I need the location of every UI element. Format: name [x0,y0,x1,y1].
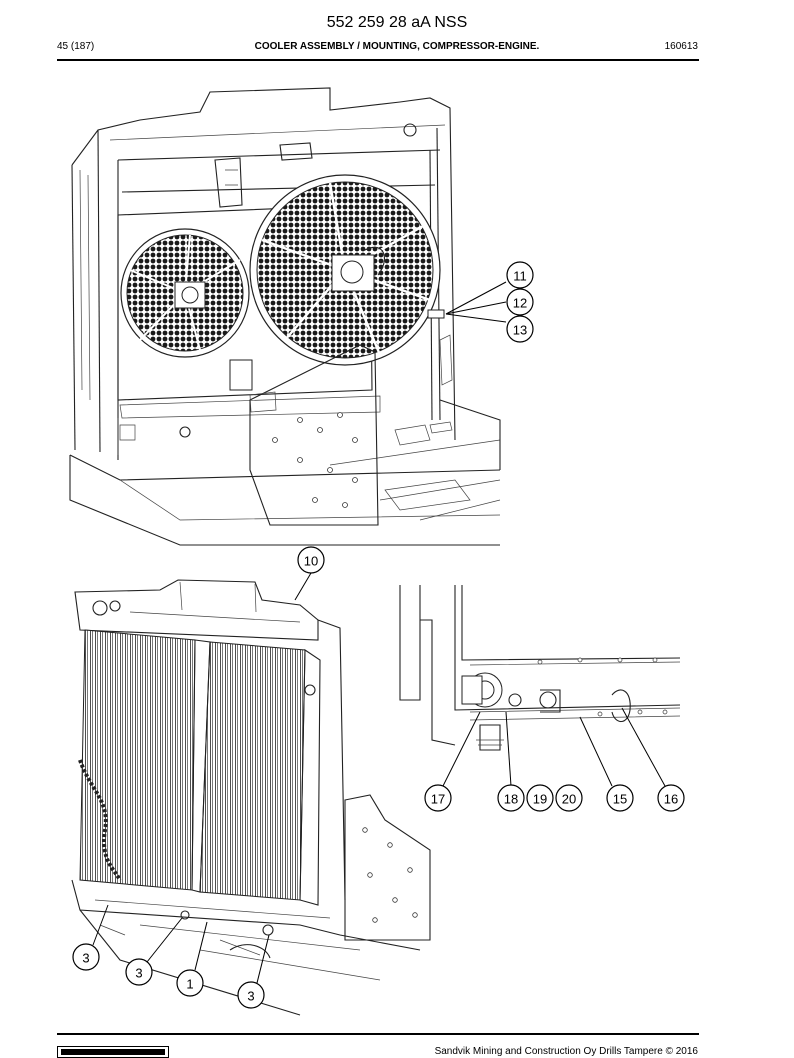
callout-19: 19 [526,784,554,812]
callout-17: 17 [424,784,452,812]
svg-text:3: 3 [247,989,254,1004]
callout-18: 18 [497,784,525,812]
sandvik-logo [57,1046,169,1058]
top-view-cooler-fans [69,87,501,546]
callout-20: 20 [555,784,583,812]
page-title: COOLER ASSEMBLY / MOUNTING, COMPRESSOR-E… [254,41,540,52]
bottom-right-view-detail [399,585,681,751]
leader-lines [92,281,666,984]
svg-text:16: 16 [664,792,678,807]
svg-text:1: 1 [186,977,193,992]
svg-text:11: 11 [513,269,527,284]
svg-text:3: 3 [135,966,142,981]
svg-text:19: 19 [533,792,547,807]
callout-1: 1 [176,969,204,997]
page-number: 45 (187) [57,41,95,52]
svg-text:3: 3 [82,951,89,966]
footer-copyright: Sandvik Mining and Construction Oy Drill… [434,1046,698,1057]
footer-divider [57,1033,699,1035]
svg-text:20: 20 [562,792,576,807]
callout-10: 10 [297,546,325,574]
callout-3-middle: 3 [125,958,153,986]
svg-text:13: 13 [513,323,527,338]
header-divider [57,59,699,61]
svg-text:17: 17 [431,792,445,807]
callout-3-left: 3 [72,943,100,971]
document-number: 552 259 28 aA NSS [326,14,468,31]
callout-15: 15 [606,784,634,812]
svg-text:15: 15 [613,792,627,807]
callout-16: 16 [657,784,685,812]
callout-3-right: 3 [237,981,265,1009]
callout-11: 11 [506,261,534,289]
svg-text:18: 18 [504,792,518,807]
revision-date: 160613 [664,41,698,52]
callout-13: 13 [506,315,534,343]
callout-12: 12 [506,288,534,316]
svg-text:10: 10 [304,554,318,569]
bottom-left-view-radiator [71,579,431,1016]
svg-text:12: 12 [513,296,527,311]
